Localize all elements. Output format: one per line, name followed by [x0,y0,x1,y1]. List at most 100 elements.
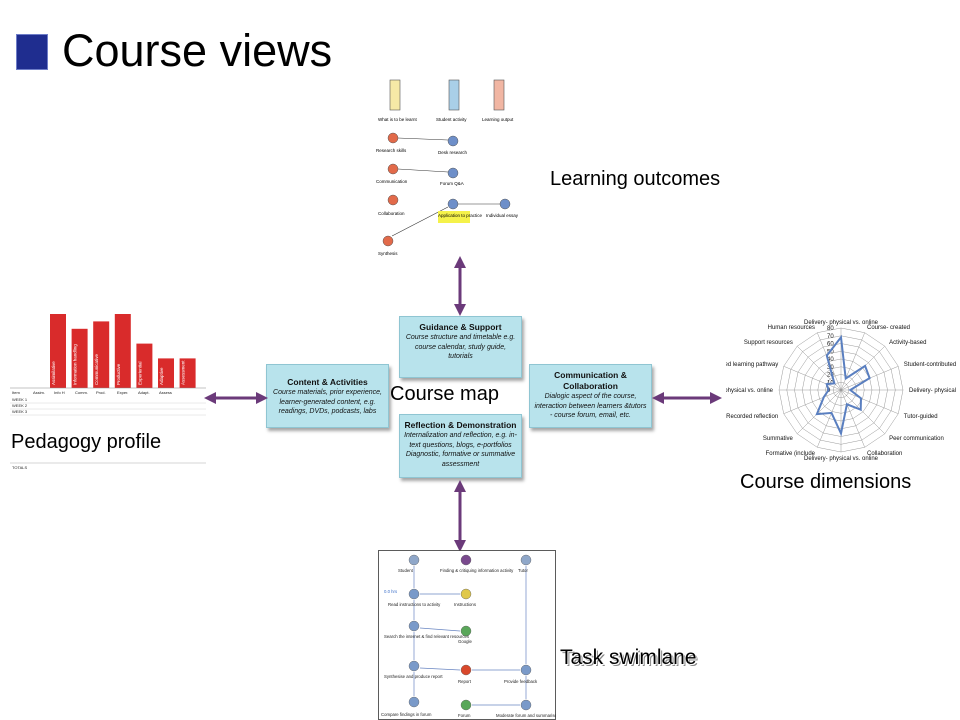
radar-tick: 60 [827,342,834,348]
lo-activity-0: Desk research [438,150,468,155]
radar-axis-label: Peer communication [889,436,944,442]
pedagogy-bar-label: Communicative [94,353,99,385]
guidance-support-desc: Course structure and timetable e.g. cour… [405,334,516,360]
reflection-demonstration-desc: Internalization and reflection, e.g. in-… [404,432,517,468]
swimlane-node [460,588,472,600]
swimlane-node-label: Report [458,679,472,684]
pedagogy-table-header: Adapt. [138,390,150,395]
swimlane-node [520,664,532,676]
content-activities-desc: Course materials, prior experience, lear… [273,389,382,415]
radar-axis-label: Activity-based [889,340,926,346]
radar-axis-label: Delivery- physical vs. online [726,388,774,394]
swimlane-node [460,554,472,566]
swimlane-node-label: Read instructions to activity [388,602,441,607]
lo-row-1: Communication [376,179,408,184]
swimlane-node-label: Search the internet & find relevant reso… [384,634,469,639]
pedagogy-bar-label: Adaptive [159,367,164,385]
radar-spoke [840,389,865,448]
radar-tick: 50 [827,349,834,355]
pedagogy-bar [114,314,131,388]
radar-axis-label: Delivery- physical vs. online [804,320,879,326]
radar-spoke [840,332,865,391]
pedagogy-bar-label: Assessment [181,360,186,385]
radar-axis-label: Delivery- physical vs. online [804,456,879,462]
swimlane-node-label: Provide feedback [504,679,538,684]
learning-outcomes-thumbnail: What is to be learnt Student activity Le… [376,79,519,256]
swimlane-node [460,625,472,637]
swimlane-node-label: Student [398,568,414,573]
radar-axis-label: Human resources [768,325,815,331]
swimlane-node [408,696,420,708]
radar-axis-label: Formative (include [766,451,816,457]
radar-tick: 20 [827,373,834,379]
lo-output: Individual essay [486,213,519,218]
swimlane-node [408,554,420,566]
swimlane-node-label: Google [458,639,472,644]
task-swimlane-thumbnail: Student Finding & critiquing information … [378,550,556,720]
communication-collaboration-box: Communication & Collaboration Dialogic a… [529,364,652,428]
pedagogy-bar [93,321,110,388]
pedagogy-table-header: Assim. [33,390,45,395]
radar-axis-label: Recorded reflection [726,414,778,420]
pedagogy-table-header: Exper. [117,390,128,395]
guidance-support-box: Guidance & Support Course structure and … [399,316,522,378]
radar-spoke [817,389,842,448]
pedagogy-totals: TOTALS [12,465,28,470]
lo-header-0: What is to be learnt [378,117,418,122]
task-swimlane-label: Task swimlane [560,646,697,669]
pedagogy-table-row: WEEK 1 [12,397,28,402]
reflection-demonstration-title: Reflection & Demonstration [404,420,517,430]
communication-collaboration-desc: Dialogic aspect of the course, interacti… [534,393,647,419]
radar-spoke [783,389,842,414]
title-bullet [16,34,48,70]
radar-tick: 40 [827,357,834,363]
radar-spoke [796,389,842,435]
radar-axis-label: Guided learning pathway [726,362,778,368]
radar-tick: 80 [827,326,834,332]
swimlane-node [408,620,420,632]
lo-header-2: Learning output [482,117,514,122]
pedagogy-table-header: Comm. [75,390,88,395]
radar-spoke [783,366,842,391]
swimlane-node-label: Moderate forum and summarise discussion [496,713,556,718]
lo-activity-2: Application to practice [438,213,483,218]
radar-series-line [815,334,871,437]
slide-title: Course views [62,25,333,76]
swimlane-node [460,699,472,711]
radar-axis-label: Tutor-guided [904,414,938,420]
pedagogy-bar [136,343,153,388]
swimlane-node [408,588,420,600]
course-map-label: Course map [390,383,499,405]
lo-header-1: Student activity [436,117,467,122]
lo-activity-1: Forum Q&A [440,181,464,186]
radar-axis-label: Student-contributed [904,362,956,368]
radar-axis-label: Summative [763,436,794,442]
pedagogy-bar-label: Productive [116,363,121,385]
pedagogy-bar [50,314,66,388]
content-activities-title: Content & Activities [287,377,368,387]
radar-tick: 70 [827,334,834,340]
reflection-demonstration-box: Reflection & Demonstration Internalizati… [399,414,522,478]
radar-axis-label: Delivery- physical vs. online [909,388,956,394]
swimlane-node-label: Compare findings in forum [381,712,432,717]
pedagogy-table-row: WEEK 3 [12,409,28,414]
swimlane-node [520,699,532,711]
pedagogy-table-header: Prod. [96,390,106,395]
lo-row-2: Collaboration [378,211,405,216]
swimlane-time-label: 0.0 hrs [384,589,397,594]
pedagogy-table-header: Info H [54,390,65,395]
swimlane-node [408,660,420,672]
swimlane-node [520,554,532,566]
course-dimensions-label: Course dimensions [740,471,912,493]
swimlane-connector [419,627,461,632]
radar-spoke [840,389,886,435]
swimlane-connector [419,667,461,671]
radar-spoke [840,389,899,414]
radar-axis-label: Support resources [744,340,793,346]
pedagogy-table-header: Item [12,390,20,395]
swimlane-node-label: Finding & critiquing information activit… [440,568,514,573]
radar-axis-label: Collaboration [867,451,902,457]
